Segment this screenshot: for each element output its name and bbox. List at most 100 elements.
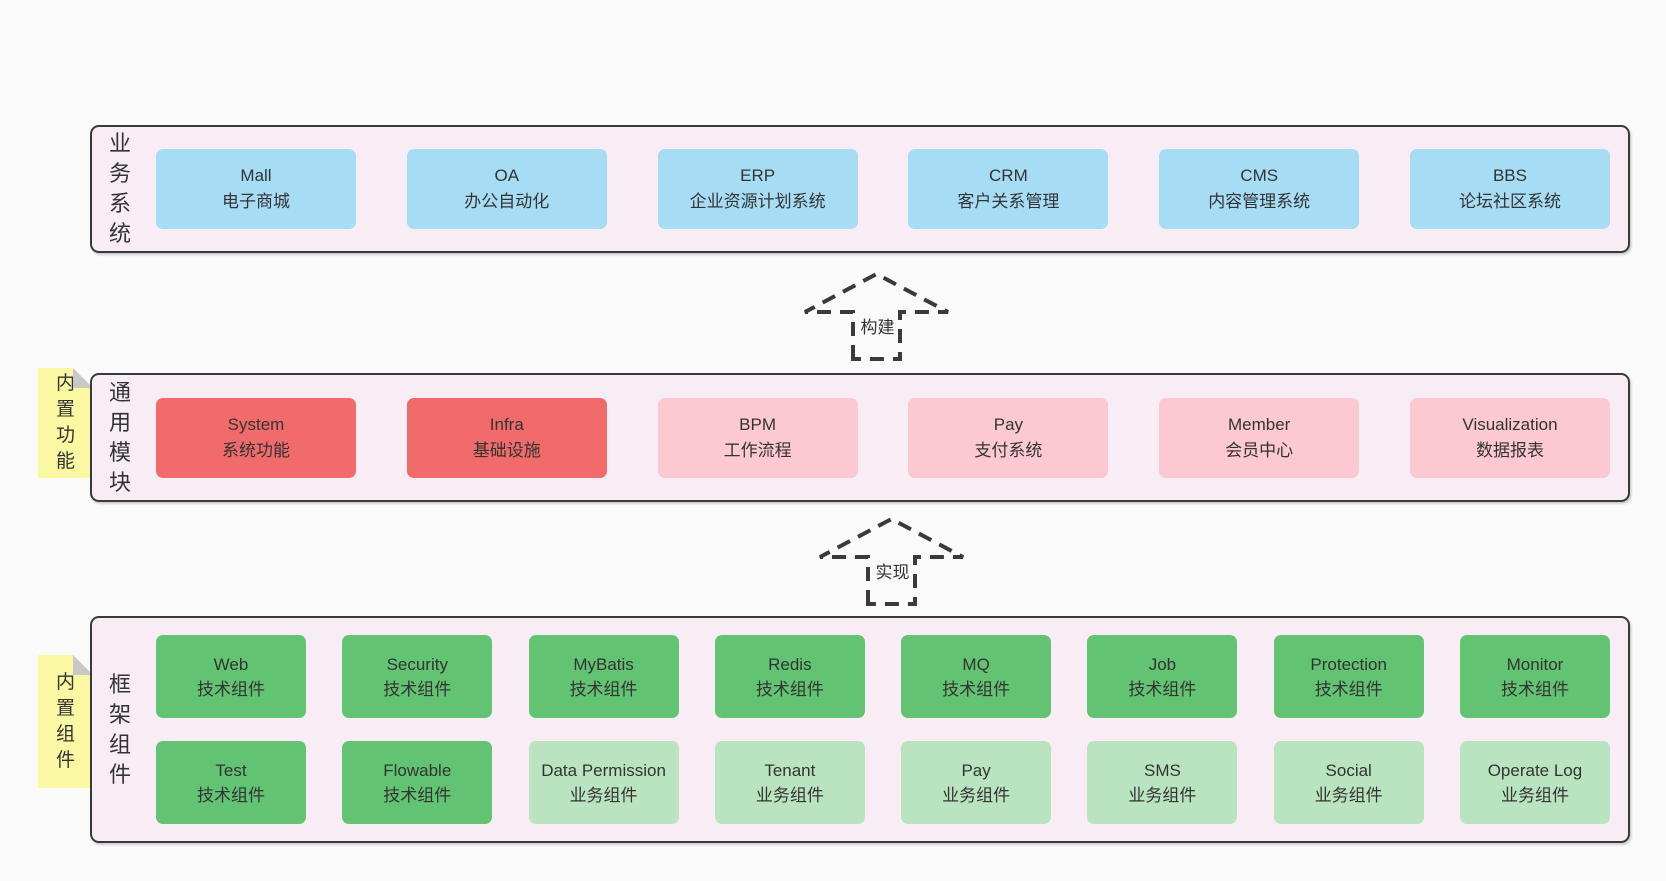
- band-common-modules: 通用模块 System 系统功能 Infra 基础设施 BPM 工作流程 Pay…: [90, 373, 1630, 502]
- band-framework-components-content: Web 技术组件 Security 技术组件 MyBatis 技术组件 Redi…: [156, 618, 1610, 841]
- node-subtitle: 业务组件: [1314, 785, 1383, 805]
- node-title: MyBatis: [573, 654, 634, 674]
- node-title: Redis: [768, 654, 812, 674]
- up-arrow-icon: [804, 271, 949, 361]
- node-monitor: Monitor 技术组件: [1459, 635, 1610, 718]
- node-mall: Mall 电子商城: [156, 149, 356, 229]
- node-mq: MQ 技术组件: [901, 635, 1052, 718]
- node-protection: Protection 技术组件: [1273, 635, 1424, 718]
- node-web: Web 技术组件: [156, 635, 306, 718]
- band-label-common-modules: 通用模块: [100, 375, 140, 500]
- node-subtitle: 技术组件: [1128, 679, 1197, 699]
- node-title: SMS: [1143, 760, 1181, 780]
- node-title: OA: [494, 166, 520, 185]
- band-framework-components: 框架组件 Web 技术组件 Security 技术组件 MyBatis 技术组件…: [90, 616, 1630, 843]
- node-title: Protection: [1310, 654, 1387, 674]
- node-crm: CRM 客户关系管理: [908, 149, 1109, 229]
- node-title: Data Permission: [541, 760, 666, 780]
- node-operate-log: Operate Log 业务组件: [1459, 741, 1610, 824]
- node-subtitle: 办公自动化: [464, 192, 550, 211]
- node-subtitle: 业务组件: [755, 785, 824, 805]
- node-member: Member 会员中心: [1159, 397, 1360, 478]
- node-subtitle: 会员中心: [1225, 440, 1294, 460]
- node-title: Flowable: [383, 760, 452, 780]
- node-subtitle: 企业资源计划系统: [689, 192, 826, 211]
- node-subtitle: 技术组件: [197, 679, 265, 699]
- node-title: CMS: [1240, 166, 1279, 185]
- node-subtitle: 业务组件: [942, 785, 1011, 805]
- node-test: Test 技术组件: [156, 741, 306, 824]
- node-title: ERP: [740, 166, 776, 185]
- node-subtitle: 工作流程: [723, 440, 792, 460]
- node-bbs: BBS 论坛社区系统: [1409, 149, 1610, 229]
- node-title: Infra: [489, 414, 524, 434]
- node-bpm: BPM 工作流程: [657, 397, 858, 478]
- band-label-text: 框架组件: [108, 671, 131, 787]
- node-title: Pay: [993, 414, 1024, 434]
- node-subtitle: 电子商城: [222, 192, 290, 211]
- node-cms: CMS 内容管理系统: [1159, 149, 1360, 229]
- node-subtitle: 技术组件: [1314, 679, 1383, 699]
- band-common-modules-content: System 系统功能 Infra 基础设施 BPM 工作流程 Pay 支付系统…: [156, 375, 1610, 500]
- implement-arrow-label: 实现: [872, 557, 913, 584]
- node-title: Operate Log: [1487, 760, 1583, 780]
- component-row-1: Web 技术组件 Security 技术组件 MyBatis 技术组件 Redi…: [156, 635, 1610, 718]
- node-visualization: Visualization 数据报表: [1409, 397, 1610, 478]
- node-subtitle: 数据报表: [1475, 440, 1544, 460]
- implement-arrow: 实现: [815, 513, 970, 608]
- node-title: Web: [213, 654, 249, 674]
- node-subtitle: 技术组件: [755, 679, 824, 699]
- node-mybatis: MyBatis 技术组件: [528, 635, 679, 718]
- node-title: Tenant: [764, 760, 816, 780]
- node-infra: Infra 基础设施: [406, 397, 607, 478]
- node-subtitle: 技术组件: [569, 679, 638, 699]
- node-system: System 系统功能: [156, 397, 356, 478]
- node-title: Visualization: [1462, 414, 1558, 434]
- node-title: Member: [1228, 414, 1291, 434]
- node-subtitle: 内容管理系统: [1208, 192, 1311, 211]
- band-business-systems: 业务系统 Mall 电子商城 OA 办公自动化 ERP 企业资源计划系统 CRM…: [90, 125, 1630, 253]
- node-job: Job 技术组件: [1087, 635, 1238, 718]
- band-label-text: 通用模块: [108, 379, 131, 495]
- node-title: System: [227, 414, 285, 434]
- node-security: Security 技术组件: [342, 635, 493, 718]
- node-subtitle: 业务组件: [569, 785, 638, 805]
- node-subtitle: 技术组件: [383, 785, 452, 805]
- node-subtitle: 业务组件: [1128, 785, 1197, 805]
- sticky-note-builtin-features: 内置功能: [38, 368, 93, 478]
- component-row-2: Test 技术组件 Flowable 技术组件 Data Permission …: [156, 741, 1610, 824]
- node-subtitle: 支付系统: [974, 440, 1043, 460]
- band-label-text: 业务系统: [108, 131, 131, 246]
- up-arrow-icon: [819, 516, 964, 606]
- node-title: Test: [215, 760, 247, 780]
- node-title: Social: [1325, 760, 1372, 780]
- node-subtitle: 技术组件: [383, 679, 452, 699]
- node-oa: OA 办公自动化: [406, 149, 607, 229]
- build-arrow: 构建: [800, 268, 955, 363]
- node-redis: Redis 技术组件: [714, 635, 865, 718]
- node-title: Pay: [961, 760, 991, 780]
- node-pay: Pay 支付系统: [908, 397, 1109, 478]
- node-flowable: Flowable 技术组件: [342, 741, 493, 824]
- node-subtitle: 业务组件: [1500, 785, 1569, 805]
- node-social: Social 业务组件: [1273, 741, 1424, 824]
- sticky-note-text: 内置功能: [55, 373, 75, 472]
- build-arrow-label: 构建: [857, 312, 898, 339]
- node-title: Job: [1148, 654, 1177, 674]
- node-title: BPM: [739, 414, 777, 434]
- node-title: Security: [386, 654, 448, 674]
- node-subtitle: 系统功能: [222, 440, 290, 460]
- node-title: Monitor: [1506, 654, 1564, 674]
- node-subtitle: 技术组件: [197, 785, 265, 805]
- node-data-permission: Data Permission 业务组件: [528, 741, 679, 824]
- node-pay-business: Pay 业务组件: [901, 741, 1052, 824]
- node-title: Mall: [240, 166, 272, 185]
- node-subtitle: 技术组件: [1500, 679, 1569, 699]
- node-subtitle: 客户关系管理: [957, 192, 1060, 211]
- node-tenant: Tenant 业务组件: [714, 741, 865, 824]
- sticky-note-text: 内置组件: [55, 671, 75, 771]
- node-sms: SMS 业务组件: [1087, 741, 1238, 824]
- node-subtitle: 论坛社区系统: [1458, 192, 1561, 211]
- node-title: BBS: [1492, 166, 1527, 185]
